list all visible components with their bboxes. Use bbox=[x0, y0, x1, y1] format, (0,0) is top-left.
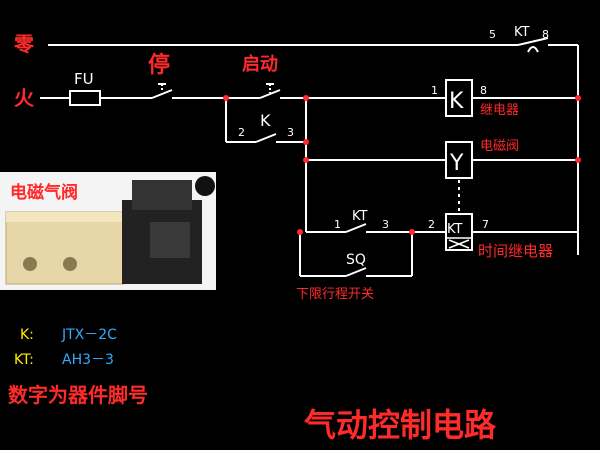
neutral-label: 零 bbox=[13, 32, 35, 56]
hold-contact-label: K bbox=[260, 111, 271, 130]
sq-label: SQ bbox=[346, 252, 366, 268]
pin-2-hold: 2 bbox=[238, 126, 245, 139]
pin-8-relay: 8 bbox=[480, 84, 487, 97]
pin-7-timer: 7 bbox=[482, 218, 489, 231]
kt-contact-label: KT bbox=[352, 209, 368, 224]
timer-kt-label: KT bbox=[447, 222, 463, 237]
pin-8-top: 8 bbox=[542, 28, 549, 41]
valve-photo bbox=[0, 172, 216, 290]
stop-label: 停 bbox=[148, 52, 170, 78]
valve-desc: 电磁阀 bbox=[480, 139, 519, 154]
junctions bbox=[223, 95, 581, 235]
model-k-value: JTX－2C bbox=[61, 327, 117, 343]
kt-top-label: KT bbox=[514, 25, 530, 40]
model-kt-key: KT: bbox=[14, 352, 34, 368]
pin-2-timer: 2 bbox=[428, 218, 435, 231]
relay-desc: 继电器 bbox=[480, 103, 519, 118]
timer-cross bbox=[446, 237, 472, 249]
live-label: 火 bbox=[14, 86, 35, 110]
wires bbox=[40, 44, 579, 277]
pin-1-kt: 1 bbox=[334, 218, 341, 231]
valve-y-label: Y bbox=[449, 151, 464, 176]
pin-3-kt: 3 bbox=[382, 218, 389, 231]
model-k-key: K: bbox=[20, 327, 34, 343]
start-label: 启动 bbox=[242, 53, 278, 75]
valve-coil-y bbox=[445, 141, 473, 179]
photo-label: 电磁气阀 bbox=[10, 182, 78, 203]
pin-1-relay: 1 bbox=[431, 84, 438, 97]
timer-desc: 时间继电器 bbox=[478, 242, 553, 260]
fuse-symbol bbox=[69, 90, 101, 106]
relay-k-label: K bbox=[449, 89, 464, 114]
model-kt-value: AH3－3 bbox=[62, 352, 114, 368]
pin-3-hold: 3 bbox=[287, 126, 294, 139]
relay-coil-k bbox=[445, 79, 473, 117]
valve-photo-drawing bbox=[0, 172, 216, 290]
contacts bbox=[151, 37, 549, 277]
diagram-title: 气动控制电路 bbox=[304, 406, 497, 444]
pin-note: 数字为器件脚号 bbox=[8, 383, 148, 407]
limit-switch-desc: 下限行程开关 bbox=[296, 287, 374, 302]
pin-5: 5 bbox=[489, 28, 496, 41]
fuse-label: FU bbox=[74, 70, 94, 88]
